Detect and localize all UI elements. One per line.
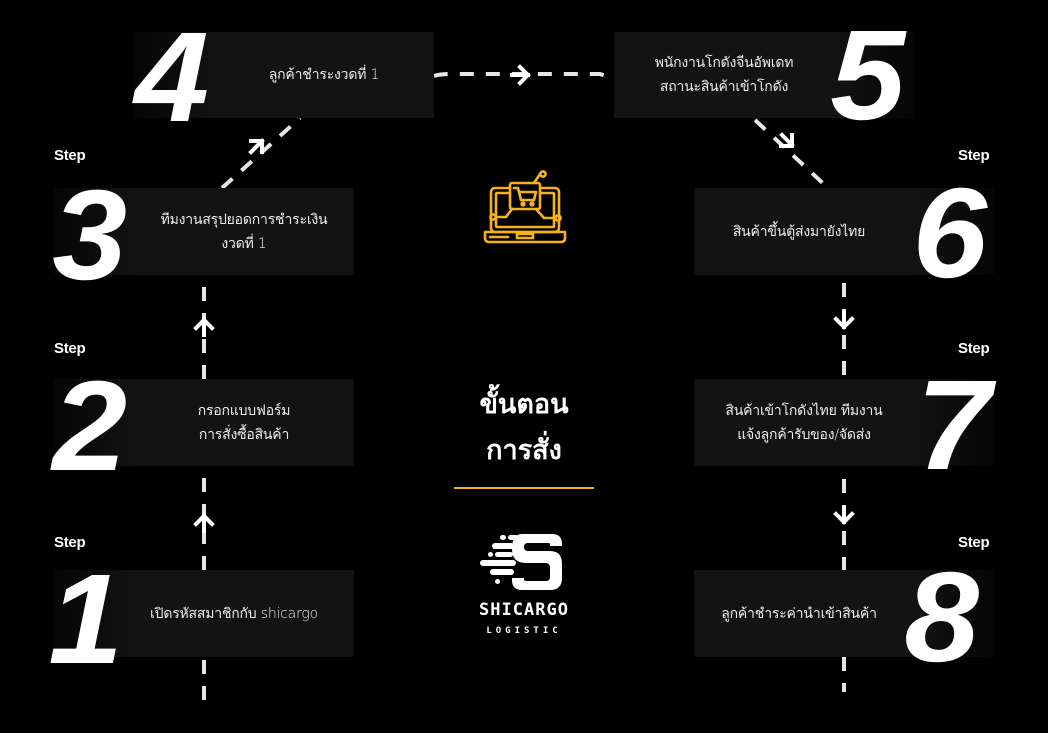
step-label: Step — [54, 534, 86, 551]
title-line-2: การสั่ง — [486, 435, 562, 466]
step-text: สินค้าเข้าโกดังไทย ทีมงาน แจ้งลูกค้ารับข… — [725, 402, 883, 443]
step-card-8: ลูกค้าชำระค่านำเข้าสินค้า — [694, 570, 994, 657]
step-text: ทีมงานสรุปยอดการชำระเงิน งวดที่ 1 — [160, 211, 328, 252]
step-number-6: 6 — [912, 162, 987, 305]
step-number-1: 1 — [48, 548, 123, 691]
step-card-3: ทีมงานสรุปยอดการชำระเงิน งวดที่ 1 — [54, 188, 354, 275]
step-label: Step — [958, 340, 990, 357]
step-label: Step — [958, 534, 990, 551]
step-text: พนักงานโกดังจีนอัพเดท สถานะสินค้าเข้าโกด… — [654, 55, 794, 95]
step-number-2: 2 — [52, 355, 127, 498]
logo-subtitle: LOGISTIC — [486, 626, 562, 636]
step-number-3: 3 — [52, 164, 127, 307]
step-card-6: สินค้าขึ้นตู้ส่งมายังไทย — [694, 188, 994, 275]
logo-name: SHICARGO — [479, 600, 569, 620]
step-card-4: ลูกค้าชำระงวดที่ 1 — [134, 32, 434, 118]
step-text: ลูกค้าชำระค่านำเข้าสินค้า — [721, 605, 877, 622]
step-text: กรอกแบบฟอร์ม การสั่งซื้อสินค้า — [197, 402, 291, 443]
page-title: ขั้นตอน การสั่ง — [454, 382, 594, 474]
step-text: สินค้าขึ้นตู้ส่งมายังไทย — [732, 223, 866, 240]
step-card-2: กรอกแบบฟอร์ม การสั่งซื้อสินค้า — [54, 379, 354, 466]
step-label: Step — [54, 340, 86, 357]
step-card-5: พนักงานโกดังจีนอัพเดท สถานะสินค้าเข้าโกด… — [614, 32, 914, 118]
arrow-up-icon — [193, 513, 215, 533]
arrow-down-icon — [833, 311, 855, 330]
arrow-up-right-icon — [248, 138, 265, 155]
arrow-right-icon — [510, 64, 531, 86]
step-card-1: เปิดรหัสสมาชิกกับ shicargo — [54, 570, 354, 657]
step-text: เปิดรหัสสมาชิกกับ shicargo — [150, 605, 318, 622]
step-text: ลูกค้าชำระงวดที่ 1 — [268, 67, 380, 83]
title-line-1: ขั้นตอน — [479, 389, 569, 420]
step-label: Step — [958, 147, 990, 164]
step-label: Step — [54, 147, 86, 164]
arrow-up-icon — [193, 317, 215, 337]
step-number-4: 4 — [134, 6, 209, 149]
shicargo-logo-icon — [480, 534, 562, 590]
step-number-5: 5 — [830, 4, 905, 147]
step-number-8: 8 — [904, 546, 979, 689]
arrow-down-right-icon — [779, 132, 795, 148]
arrow-down-icon — [833, 506, 855, 525]
step-number-7: 7 — [916, 354, 991, 497]
step-card-7: สินค้าเข้าโกดังไทย ทีมงาน แจ้งลูกค้ารับข… — [694, 379, 994, 466]
title-underline — [454, 487, 594, 489]
laptop-shopping-cart-icon — [483, 170, 567, 244]
